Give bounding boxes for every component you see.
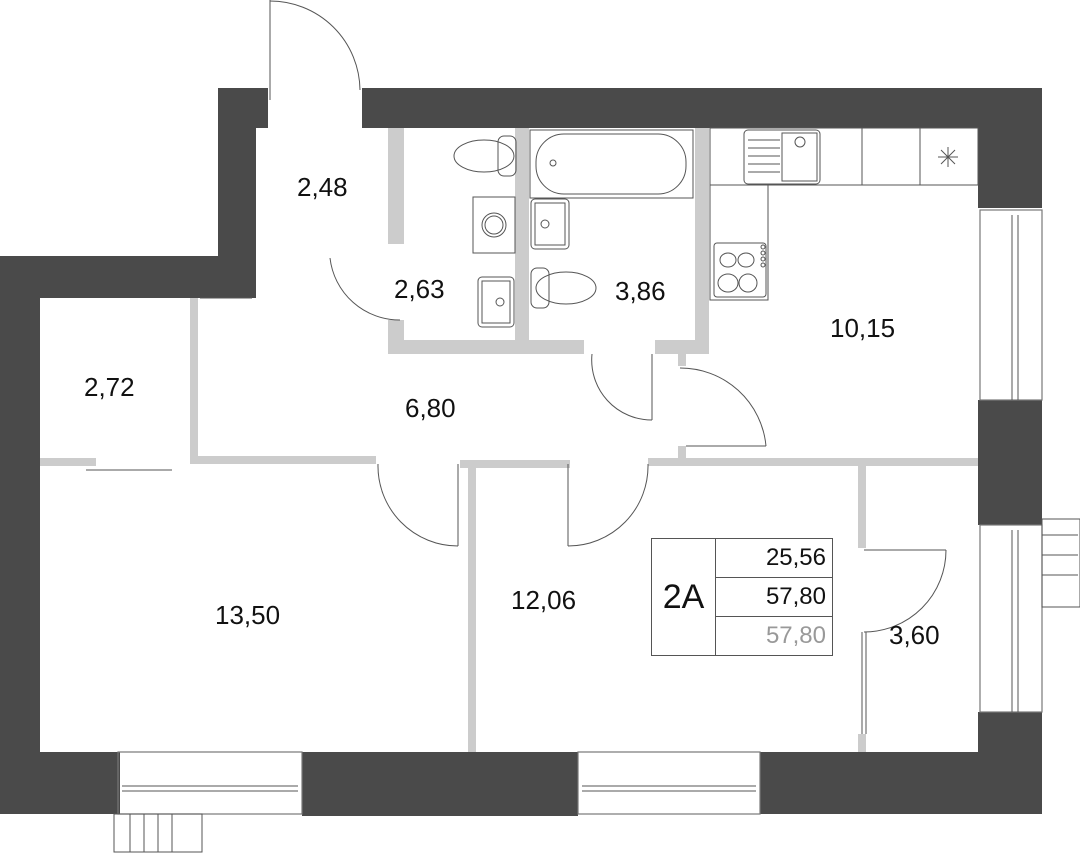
washing-machine-icon <box>472 196 516 254</box>
ventilation-icon <box>938 147 958 167</box>
apartment-summary-table: 2A 25,56 57,80 57,80 <box>651 538 833 656</box>
sink-icon <box>530 198 570 250</box>
living-area-value: 25,56 <box>716 539 832 578</box>
sink-icon <box>477 276 515 328</box>
total-area-value: 57,80 <box>716 578 832 617</box>
room-label-bedroom-right: 12,06 <box>511 585 577 615</box>
bathtub-icon <box>529 129 694 199</box>
apartment-code: 2A <box>652 539 716 655</box>
windows <box>117 209 1043 815</box>
total-area-alt-value: 57,80 <box>765 622 826 649</box>
balcony-icon <box>113 518 1080 853</box>
kitchen-counter <box>709 127 979 301</box>
exterior-walls <box>0 88 1042 816</box>
toilet-icon <box>453 135 517 177</box>
stove-icon <box>713 242 767 298</box>
kitchen-sink-icon <box>743 129 821 185</box>
door-swing-icon <box>86 0 947 734</box>
room-label-wardrobe: 3,60 <box>889 620 940 650</box>
room-label-kitchen: 10,15 <box>830 313 896 343</box>
room-label-bathroom: 3,86 <box>615 276 666 306</box>
room-label-hallway: 6,80 <box>405 393 456 423</box>
room-label-entry: 2,48 <box>297 172 348 202</box>
room-label-storage: 2,72 <box>84 372 135 402</box>
room-label-bedroom-left: 13,50 <box>215 600 281 630</box>
room-label-wc: 2,63 <box>394 274 445 304</box>
toilet-icon <box>530 267 597 309</box>
partition-walls <box>40 128 978 752</box>
